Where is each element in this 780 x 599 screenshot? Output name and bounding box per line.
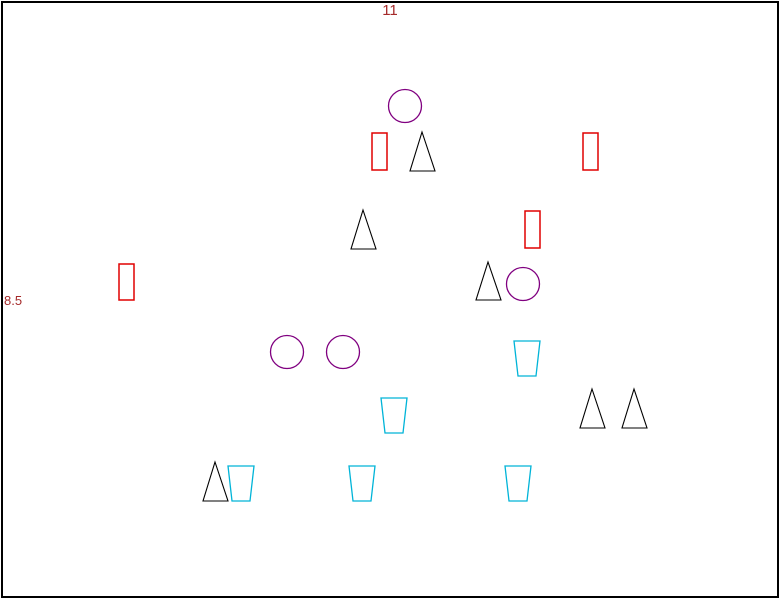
circle-shape: [387, 88, 423, 124]
trapezoid-shape: [380, 397, 408, 434]
circle-group: [269, 88, 541, 370]
circle-shape: [269, 334, 305, 370]
trapezoid-shape: [504, 465, 532, 502]
triangle-shape: [350, 208, 377, 250]
triangle-shape: [579, 387, 606, 429]
circle-shape: [505, 266, 541, 302]
triangle-shape: [621, 387, 648, 429]
triangle-group: [202, 130, 648, 502]
trapezoid-shape: [513, 340, 541, 377]
trapezoid-group: [227, 340, 541, 502]
triangle-shape: [202, 460, 229, 502]
trapezoid-shape: [348, 465, 376, 502]
rectangle-group: [118, 132, 599, 301]
rectangle-shape: [118, 263, 135, 301]
width-dimension-label: 11: [382, 2, 398, 19]
rectangle-shape: [371, 132, 388, 171]
height-dimension-label: 8.5: [4, 293, 22, 308]
triangle-shape: [409, 130, 436, 172]
rectangle-shape: [582, 132, 599, 171]
rectangle-shape: [524, 210, 541, 249]
circle-shape: [325, 334, 361, 370]
trapezoid-shape: [227, 465, 255, 502]
triangle-shape: [475, 260, 502, 301]
